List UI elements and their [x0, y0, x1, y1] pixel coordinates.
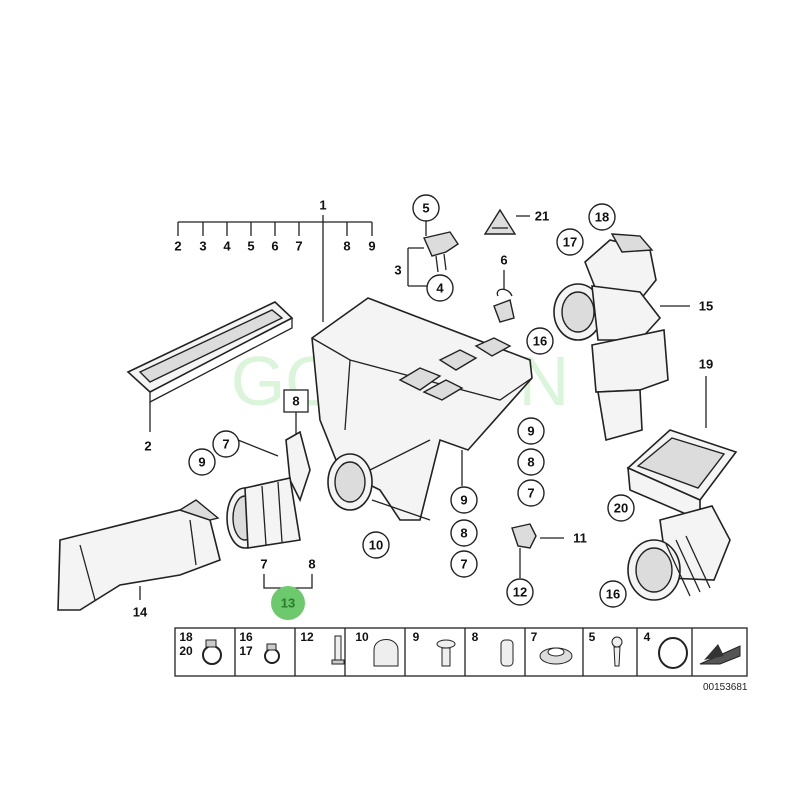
- callout-16b-circle: [599, 580, 627, 608]
- callout-4-top: 4: [223, 239, 231, 254]
- callout-8d-circle: [450, 519, 478, 547]
- callout-8c-circle: [517, 448, 545, 476]
- callout-4: 4: [436, 281, 444, 296]
- callout-7c: 7: [527, 486, 534, 501]
- legend-8: 8: [472, 630, 479, 644]
- callout-6: 6: [500, 253, 507, 268]
- legend-10: 10: [355, 630, 369, 644]
- air-filter-element: [126, 301, 294, 404]
- callout-8b: 8: [292, 394, 299, 409]
- callout-16a: 16: [533, 334, 547, 349]
- legend-5: 5: [589, 630, 596, 644]
- callout-10-circle: [362, 531, 390, 559]
- callout-9b-circle: [188, 448, 216, 476]
- hardware-legend: [174, 627, 748, 677]
- callout-9d-circle: [450, 486, 478, 514]
- callout-12-circle: [506, 578, 534, 606]
- callout-21: 21: [535, 209, 549, 224]
- intake-duct: [57, 499, 221, 611]
- diagram-code: 00153681: [703, 682, 748, 693]
- callout-9d: 9: [460, 493, 467, 508]
- o-ring-icon: [658, 637, 688, 669]
- screw-icon: [436, 639, 456, 667]
- callout-13-highlight: [271, 586, 305, 620]
- callout-8e: 8: [308, 557, 315, 572]
- legend-9: 9: [413, 630, 420, 644]
- hose-clamp-icon: [202, 639, 222, 665]
- callout-7d-circle: [450, 550, 478, 578]
- legend-17: 17: [239, 644, 253, 658]
- bracket-1: [177, 215, 373, 322]
- grommet-icon: [539, 647, 573, 665]
- direction-arrow-icon: [699, 644, 741, 665]
- callout-7b-circle: [212, 430, 240, 458]
- callout-18: 18: [595, 210, 609, 225]
- callout-17-circle: [556, 228, 584, 256]
- callout-16a-circle: [526, 327, 554, 355]
- callout-20: 20: [614, 501, 628, 516]
- callout-11: 11: [573, 531, 587, 546]
- callout-6-top: 6: [271, 239, 278, 254]
- callout-20-circle: [607, 494, 635, 522]
- callout-7e: 7: [260, 557, 267, 572]
- legend-18: 18: [179, 630, 193, 644]
- callout-4-circle: [426, 274, 454, 302]
- resonator-box: [626, 429, 738, 601]
- callout-16b: 16: [606, 587, 620, 602]
- bushing-icon: [500, 639, 514, 667]
- callout-9c: 9: [527, 424, 534, 439]
- callout-5-top: 5: [247, 239, 254, 254]
- callout-9b: 9: [198, 455, 205, 470]
- callout-15: 15: [699, 299, 713, 314]
- callout-3: 3: [394, 263, 401, 278]
- callout-2-top: 2: [174, 239, 181, 254]
- legend-12: 12: [300, 630, 314, 644]
- rubber-cap-icon: [373, 639, 399, 667]
- callout-9-top: 9: [368, 239, 375, 254]
- clip-bracket: [511, 523, 537, 549]
- intake-boot-upper: [553, 233, 669, 442]
- legend-16: 16: [239, 630, 253, 644]
- mass-air-flow-sensor: [226, 430, 311, 549]
- pressure-sensor: [493, 288, 515, 323]
- callout-5: 5: [422, 201, 429, 216]
- callout-2: 2: [144, 439, 151, 454]
- intake-temp-sensor: [423, 231, 459, 273]
- callout-8c: 8: [527, 455, 534, 470]
- airbox-housing: [311, 297, 533, 521]
- callout-10: 10: [369, 538, 383, 553]
- callout-7d: 7: [460, 557, 467, 572]
- callout-12: 12: [513, 585, 527, 600]
- callout-9c-circle: [517, 417, 545, 445]
- callout-18-circle: [588, 203, 616, 231]
- callout-7-top: 7: [295, 239, 302, 254]
- legend-7: 7: [531, 630, 538, 644]
- callout-19: 19: [699, 357, 713, 372]
- legend-20: 20: [179, 644, 193, 658]
- rivet-icon: [331, 635, 345, 665]
- warning-label-icon: [483, 208, 517, 235]
- callout-17: 17: [563, 235, 577, 250]
- callout-8d: 8: [460, 526, 467, 541]
- callout-1: 1: [319, 198, 326, 213]
- legend-4: 4: [644, 630, 651, 644]
- callout-8-top: 8: [343, 239, 350, 254]
- bolt-icon: [611, 636, 623, 667]
- callout-7b: 7: [222, 437, 229, 452]
- callout-14: 14: [133, 605, 148, 620]
- callout-3-top: 3: [199, 239, 206, 254]
- callout-7c-circle: [517, 479, 545, 507]
- hose-clamp-small-icon: [264, 643, 280, 664]
- callout-13: 13: [281, 596, 295, 611]
